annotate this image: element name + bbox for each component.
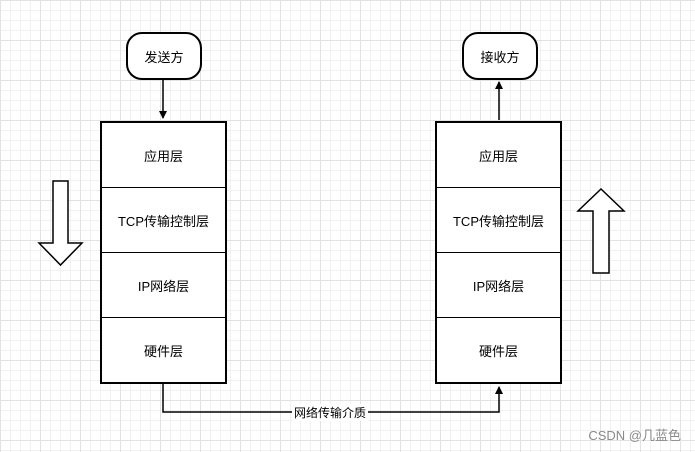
receiver-layer-application: 应用层 (437, 123, 560, 188)
big-down-arrow-icon (37, 180, 84, 267)
big-up-arrow-icon (576, 187, 626, 274)
sender-layer-ip: IP网络层 (102, 253, 225, 318)
receiver-label: 接收方 (480, 49, 520, 65)
sender-layer-hardware: 硬件层 (143, 343, 183, 359)
watermark: CSDN @几蓝色 (588, 428, 681, 443)
receiver-protocol-stack: 应用层 TCP传输控制层 IP网络层 硬件层 (435, 121, 562, 384)
sender-node: 发送方 (126, 32, 202, 80)
receiver-layer-tcp: TCP传输控制层 (437, 188, 560, 253)
sender-protocol-stack: 应用层 TCP传输控制层 IP网络层 硬件层 (100, 121, 227, 384)
sender-label: 发送方 (144, 49, 184, 65)
receiver-node: 接收方 (462, 32, 538, 80)
sender-layer-tcp: TCP传输控制层 (102, 188, 225, 253)
receiver-layer-ip: IP网络层 (437, 253, 560, 318)
receiver-layer-hardware: 硬件层 (478, 343, 518, 359)
network-medium-label: 网络传输介质 (292, 404, 369, 421)
sender-layer-application: 应用层 (102, 123, 225, 188)
